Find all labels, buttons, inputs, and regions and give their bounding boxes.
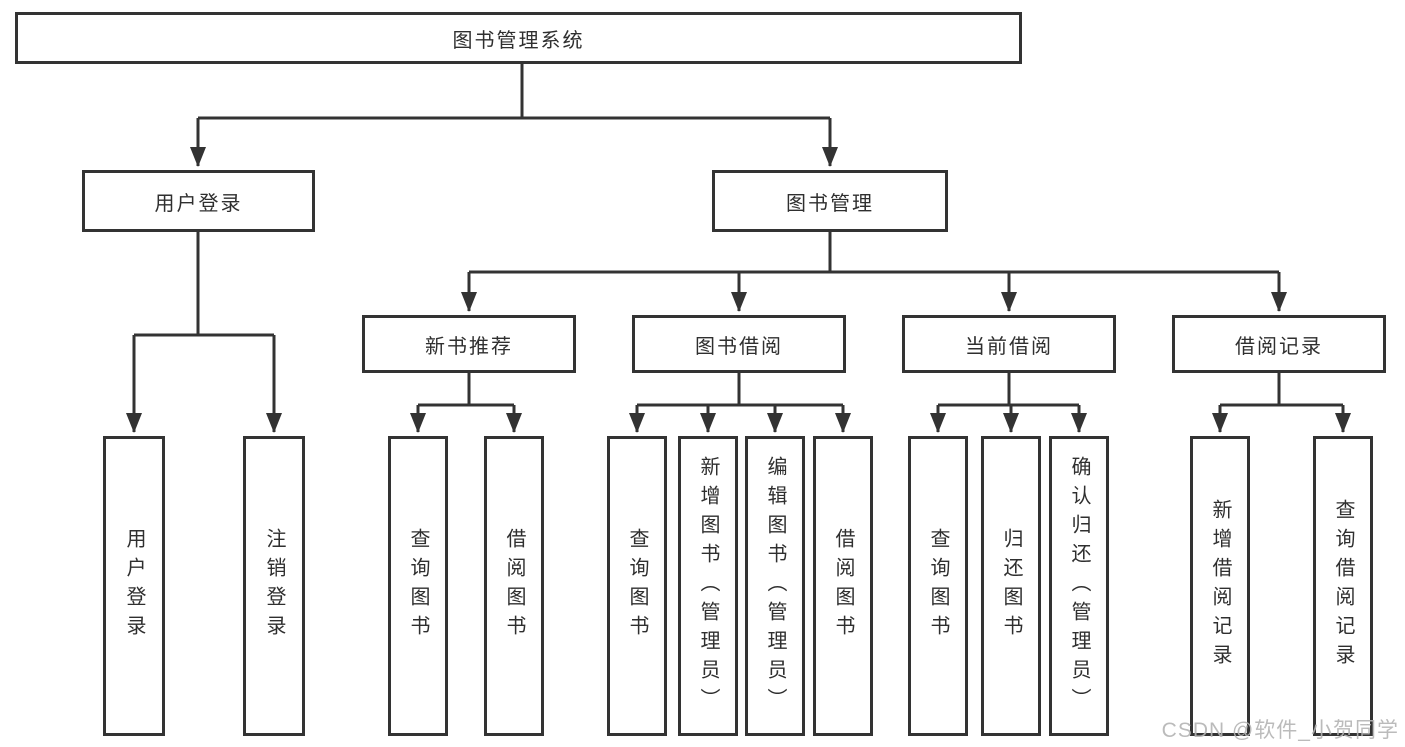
- node-book-management: 图书管理: [712, 170, 948, 232]
- leaf-user-login: 用户登录: [103, 436, 165, 736]
- leaf-confirm-return-admin: 确认归还（管理员）: [1049, 436, 1109, 736]
- leaf-logout-login: 注销登录: [243, 436, 305, 736]
- node-library-management-system: 图书管理系统: [15, 12, 1022, 64]
- leaf-add-books-admin: 新增图书（管理员）: [678, 436, 738, 736]
- leaf-borrow-books-recommend: 借阅图书: [484, 436, 544, 736]
- csdn-watermark: CSDN @软件_小贺同学: [1161, 719, 1399, 742]
- leaf-return-books: 归还图书: [981, 436, 1041, 736]
- connector-new-book-recommend-to-leaves: [410, 373, 522, 433]
- connector-current-borrow-to-leaves: [930, 373, 1087, 433]
- leaf-query-books-recommend: 查询图书: [388, 436, 448, 736]
- leaf-edit-books-admin: 编辑图书（管理员）: [745, 436, 805, 736]
- connector-book-borrow-to-leaves: [629, 373, 851, 433]
- leaf-query-books-current: 查询图书: [908, 436, 968, 736]
- node-book-borrow: 图书借阅: [632, 315, 846, 373]
- leaf-add-borrow-record: 新增借阅记录: [1190, 436, 1250, 736]
- node-current-borrow: 当前借阅: [902, 315, 1116, 373]
- leaf-query-books-borrow: 查询图书: [607, 436, 667, 736]
- node-user-login: 用户登录: [82, 170, 315, 232]
- leaf-borrow-books: 借阅图书: [813, 436, 873, 736]
- connector-user-login-to-leaves: [126, 232, 282, 433]
- connector-root-to-level2: [190, 64, 838, 167]
- leaf-query-borrow-record: 查询借阅记录: [1313, 436, 1373, 736]
- node-new-book-recommend: 新书推荐: [362, 315, 576, 373]
- connector-borrow-records-to-leaves: [1212, 373, 1351, 433]
- connector-book-management-to-level3: [461, 232, 1287, 312]
- node-borrow-records: 借阅记录: [1172, 315, 1386, 373]
